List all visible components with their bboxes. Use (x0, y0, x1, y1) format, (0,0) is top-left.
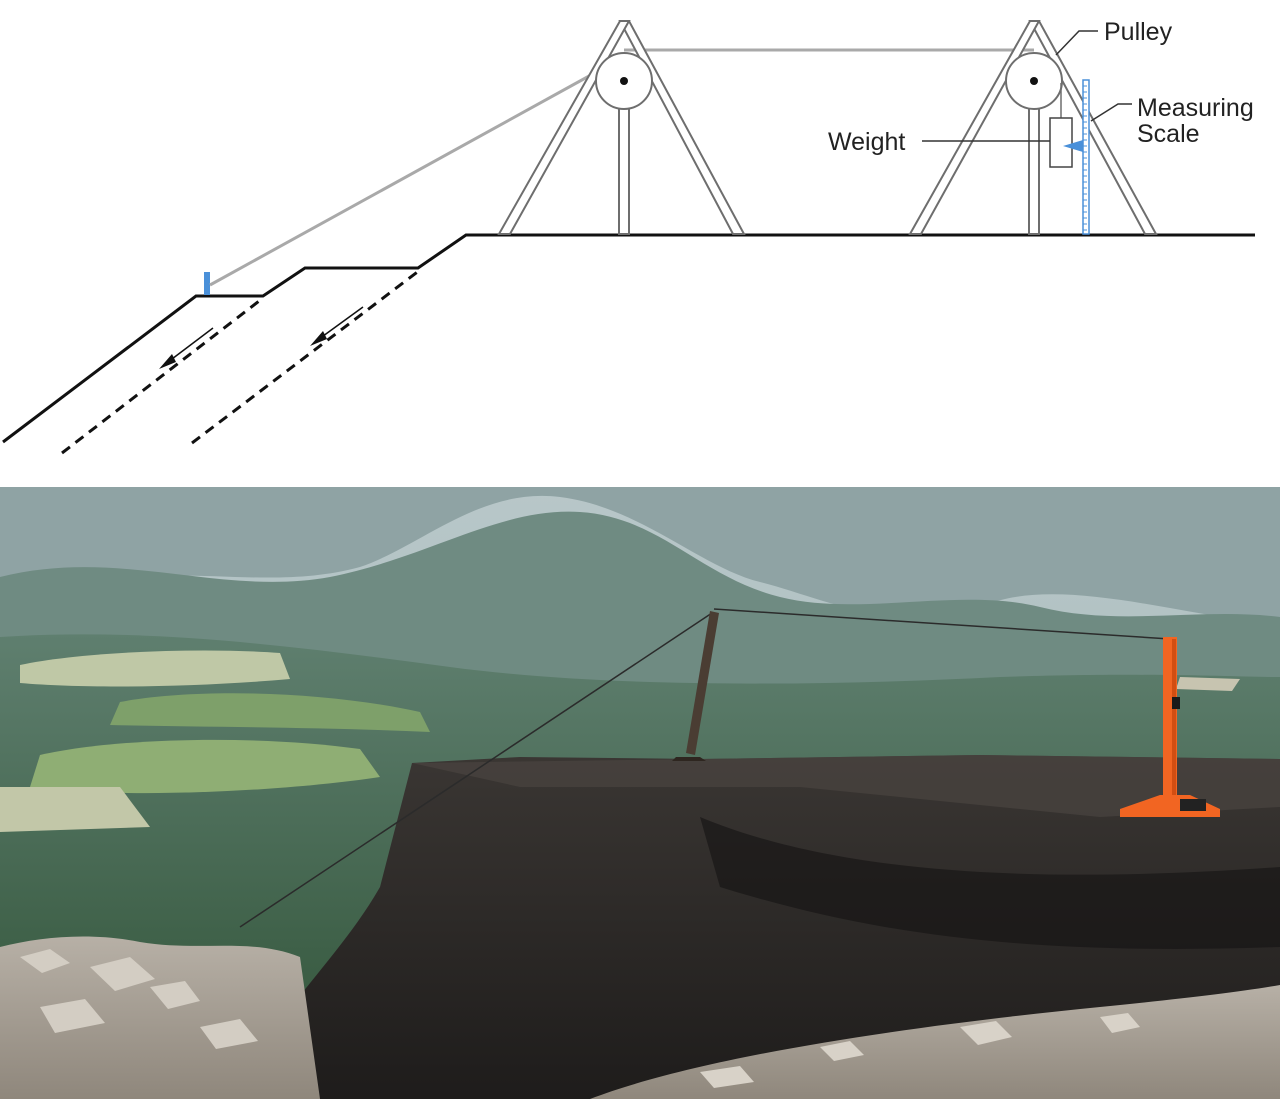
movement-arrow-upper (310, 306, 364, 346)
label-pulley: Pulley (1104, 18, 1173, 46)
wire-slope (209, 68, 601, 287)
wooden-post (686, 611, 719, 755)
ground-profile (2, 233, 1255, 444)
failure-plane-upper (191, 268, 421, 445)
label-weight: Weight (828, 128, 905, 156)
mountain-range (0, 487, 1280, 627)
weight-pointer (1063, 140, 1083, 152)
pulley-leader (1055, 30, 1098, 56)
weight-block (1049, 117, 1073, 168)
extensometer-schematic: Pulley Measuring Scale Weight (2, 18, 1255, 455)
measuring-scale (1082, 79, 1090, 235)
orange-measuring-post (1120, 637, 1220, 817)
rock-block (230, 755, 1280, 1099)
label-scale: Scale (1137, 120, 1200, 148)
label-measuring: Measuring (1137, 94, 1254, 122)
rubble-right (590, 985, 1280, 1099)
movement-arrow-lower (159, 327, 214, 369)
field-photo (0, 487, 1280, 1099)
anchor-stake (204, 272, 210, 295)
photo-cable-span (713, 608, 1171, 640)
meadow-clearing (20, 650, 290, 687)
photo-cable-slope (239, 612, 713, 928)
failure-plane-lower (61, 296, 264, 455)
rubble-left (0, 936, 320, 1099)
scale-leader (1090, 103, 1132, 122)
